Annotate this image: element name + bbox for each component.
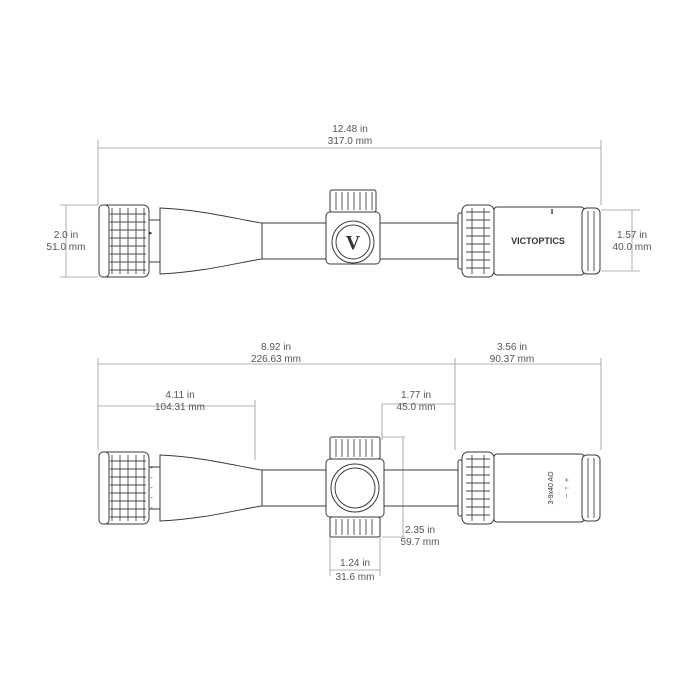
objective-bell-length-mm: 104.31 mm <box>155 402 205 413</box>
brand-logo-v-icon: V <box>346 232 361 254</box>
overall-length-mm: 317.0 mm <box>328 136 372 147</box>
eyepiece-length-in: 3.56 in <box>497 342 527 353</box>
svg-text:▪ ‐: ▪ ‐ <box>146 505 153 512</box>
parallax-scale-marks: ▪ ‐ ▪ ‐ ▪ ‐ ▪ ‐ ▪ ‐ <box>146 465 153 512</box>
scope-top-view: 12.48 in 317.0 mm 2.0 in 51.0 mm 1.57 in… <box>47 124 652 278</box>
svg-text:▪ ‐: ▪ ‐ <box>146 495 153 502</box>
eyepiece-length-mm: 90.37 mm <box>490 354 534 365</box>
turret-to-objective-in: 8.92 in <box>261 342 291 353</box>
objective-ring-marker: ▸ <box>149 230 153 237</box>
eyepiece-index-mark: Ⅱ <box>550 209 553 216</box>
turret-top-view: V <box>325 189 381 265</box>
overall-length-dimension: 12.48 in 317.0 mm <box>97 124 602 205</box>
objective-bell <box>159 207 263 275</box>
eyepiece-diameter-mm: 40.0 mm <box>613 242 652 253</box>
turret-side-view <box>325 436 385 538</box>
eyepiece-diameter-in: 1.57 in <box>617 230 647 241</box>
scope-side-view: 8.92 in 226.63 mm 3.56 in 90.37 mm 4.11 … <box>97 342 602 583</box>
svg-text:▪ ‐: ▪ ‐ <box>146 485 153 492</box>
turret-offset-dimension: 1.77 in 45.0 mm <box>381 390 455 440</box>
eyepiece-top-view: VICTOPTICS Ⅱ <box>457 204 601 278</box>
turret-offset-mm: 45.0 mm <box>397 402 436 413</box>
objective-bell-length-in: 4.11 in <box>165 390 194 401</box>
svg-text:▪ ‐: ▪ ‐ <box>146 465 153 472</box>
turret-width-mm: 31.6 mm <box>336 572 375 583</box>
turret-mark-minus: − <box>564 494 571 498</box>
svg-text:▪ ‐: ▪ ‐ <box>146 475 153 482</box>
objective-bell-length-dimension: 4.11 in 104.31 mm <box>98 390 256 460</box>
turret-height-mm: 59.7 mm <box>401 537 440 548</box>
turret-mark-plus: + <box>564 478 571 482</box>
side-objective-focus-ring <box>98 451 150 525</box>
eyepiece-diameter-dimension: 1.57 in 40.0 mm <box>601 209 652 272</box>
turret-height-dimension: 2.35 in 59.7 mm <box>382 436 440 548</box>
turret-width-in: 1.24 in <box>340 558 370 569</box>
brand-label: VICTOPTICS <box>511 236 565 246</box>
objective-focus-ring <box>98 204 150 278</box>
turret-offset-in: 1.77 in <box>401 390 431 401</box>
turret-to-objective-mm: 226.63 mm <box>251 354 301 365</box>
turret-mark-arrow: ↑ <box>564 486 571 490</box>
objective-diameter-dimension: 2.0 in 51.0 mm <box>47 204 98 278</box>
side-objective-bell <box>159 454 263 522</box>
objective-diameter-mm: 51.0 mm <box>47 242 86 253</box>
eyepiece-length-dimension: 3.56 in 90.37 mm <box>455 342 602 450</box>
model-marking: 3-9x40 AO <box>548 471 555 505</box>
eyepiece-side-view: 3-9x40 AO + ↑ − <box>457 451 601 525</box>
objective-diameter-in: 2.0 in <box>54 230 78 241</box>
turret-height-in: 2.35 in <box>405 525 435 536</box>
overall-length-in: 12.48 in <box>332 124 368 135</box>
